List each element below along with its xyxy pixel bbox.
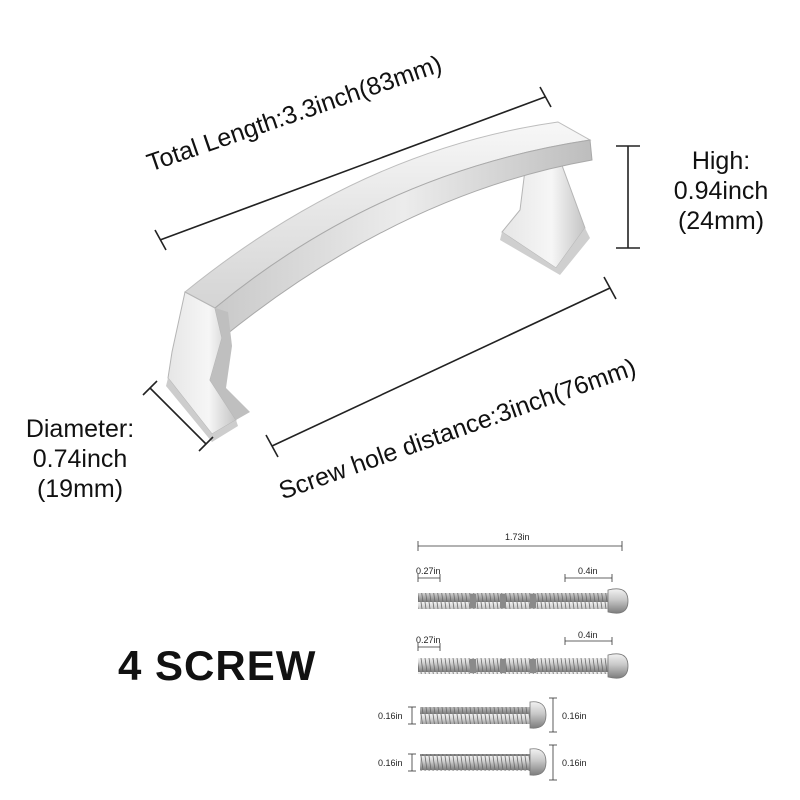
total-length-dimension-line: [154, 86, 552, 251]
long-screw-2: [418, 653, 629, 679]
diameter-label-inch: 0.74inch: [32, 445, 128, 473]
diameter-label-title: Diameter:: [25, 415, 135, 443]
height-label: High: 0.94inch (24mm): [662, 146, 780, 236]
screw-count-title: 4 SCREW: [118, 642, 317, 689]
long-screw-1-left-dim: 0.27in: [416, 566, 441, 576]
short-screw-1-left-dim: 0.16in: [378, 711, 403, 721]
short-screw-1: [420, 701, 547, 729]
height-label-inch: 0.94inch: [673, 177, 769, 205]
height-label-title: High:: [691, 147, 751, 175]
short-screw-2: [420, 748, 547, 776]
screw-total-length-label: 1.73in: [505, 532, 530, 542]
short-screw-1-right-dim: 0.16in: [562, 711, 587, 721]
screw-dimension-lines: [408, 541, 623, 781]
diameter-label: Diameter: 0.74inch (19mm): [10, 414, 150, 504]
short-screw-2-left-dim: 0.16in: [378, 758, 403, 768]
height-dimension-line: [616, 145, 640, 249]
short-screw-2-right-dim: 0.16in: [562, 758, 587, 768]
height-label-mm: (24mm): [677, 207, 765, 235]
cabinet-handle: [166, 121, 593, 442]
long-screw-2-right-dim: 0.4in: [578, 630, 598, 640]
long-screw-2-left-dim: 0.27in: [416, 635, 441, 645]
diameter-label-mm: (19mm): [36, 475, 124, 503]
diameter-dimension-line: [142, 380, 214, 452]
screw-hole-distance-dimension-line: [265, 276, 617, 458]
long-screw-1-right-dim: 0.4in: [578, 566, 598, 576]
long-screw-1: [418, 588, 629, 614]
